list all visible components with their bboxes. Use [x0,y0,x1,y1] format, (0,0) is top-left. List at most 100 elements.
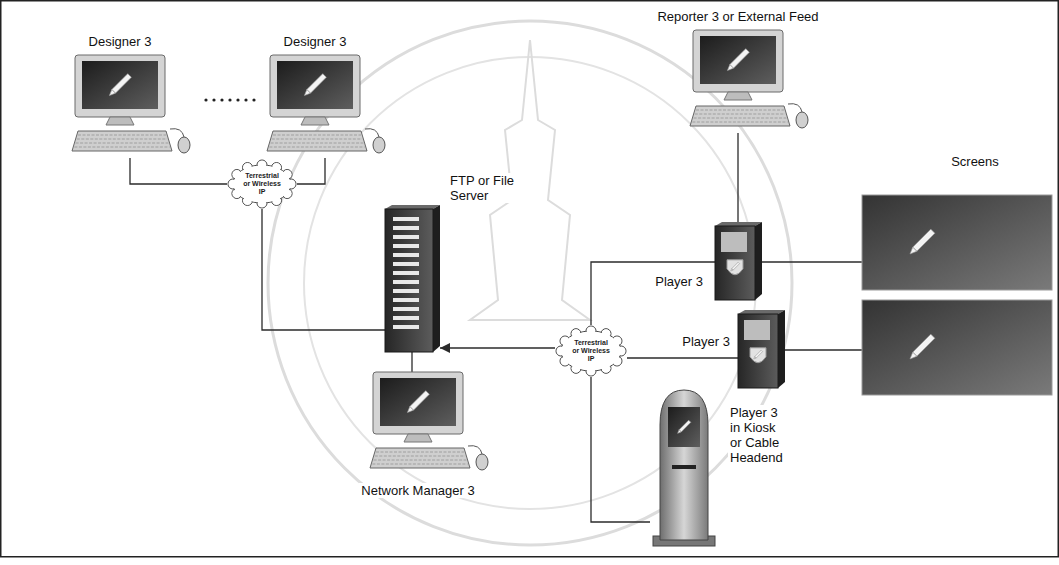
monitor-bezel [693,30,783,92]
device-label: FTP or File Server [448,173,524,203]
seal-ring [304,57,756,509]
drive-bay [393,307,419,311]
drive-bay [393,298,419,302]
key-row [269,147,364,148]
dot [212,98,215,101]
device-label: Player 3 in Kiosk or Cable Headend [728,405,792,465]
player-tower: Player 3 [738,310,785,388]
drive-bay [393,244,419,248]
tower-top [715,222,762,226]
pc-icon [368,372,493,475]
kiosk-slot [672,465,696,469]
pencil-logo [303,74,327,98]
connector-line [440,347,555,348]
tower-icon [738,310,785,388]
network-label: Terrestrial or Wireless IP [242,172,282,196]
tower-side [433,205,440,352]
pencil-logo [753,350,763,360]
monitor-stand [301,117,329,125]
drive-bay [393,262,419,266]
dot [236,98,239,101]
key-row [271,143,364,144]
key-row [375,456,465,457]
mouse-cord [468,446,482,454]
key-row [376,452,464,453]
device-label: Designer 3 [282,34,349,49]
device-label: Player 3 [680,334,732,349]
monitor-bezel [373,372,463,434]
workstation-node: Reporter 3 or External Feed [688,30,813,133]
key-row [374,460,467,461]
drive-bay [393,316,419,320]
file-server: FTP or File Server [385,205,440,352]
drive-bay [393,253,419,257]
pencil-logo [730,262,740,272]
dot [244,98,247,101]
key-row [76,143,169,144]
pc-icon [70,55,195,158]
mouse [796,112,808,128]
dot [220,98,223,101]
device-label: Player 3 [653,274,705,289]
kiosk-icon [650,385,718,548]
connector-line [591,262,715,325]
cloud-outline [233,165,291,203]
device-label: Screens [949,154,1001,169]
front-panel [721,232,747,252]
workstation-node: Designer 3 [265,55,390,158]
monitor-screen [82,61,158,109]
drive-bay [393,271,419,275]
drive-bay [393,280,419,284]
connector-line [297,158,325,184]
dot [204,98,207,101]
key-row [694,118,787,119]
monitor-bezel [75,55,165,117]
workstation-node: Network Manager 3 [368,372,493,475]
drive-bay [393,226,419,230]
tower-top [385,205,440,209]
watermark-seal [268,21,792,545]
dot [228,98,231,101]
keyboard [370,448,470,468]
keyboard [72,131,172,151]
monitor-screen [277,61,353,109]
mouse [178,137,190,153]
screens-node: Screens [862,190,1052,398]
keyboard [267,131,367,151]
tower-front [385,209,433,352]
pencil-logo [108,74,132,98]
pc-icon [265,55,390,158]
server-icon [385,205,440,352]
mouse-cord [365,129,379,137]
monitor-stand [404,434,432,442]
drive-bay [393,289,419,293]
connector-line [262,209,385,330]
mouse-cord [788,104,802,112]
connector-line [591,377,650,522]
monitor-bezel [270,55,360,117]
tower-front [715,226,755,300]
pc-icon [688,30,813,133]
monitor-stand [724,92,752,100]
key-row [372,464,467,465]
tower-side [778,310,785,388]
workstation-node: Designer 3 [70,55,195,158]
kiosk-player: Player 3 in Kiosk or Cable Headend [650,385,718,548]
connector-line [627,357,738,358]
mouse [476,454,488,470]
mouse [373,137,385,153]
kiosk-screen [668,407,700,447]
pencil-logo [406,391,430,415]
cloud-fill [234,166,291,203]
pencil-logo [908,334,935,361]
connector-line [785,349,862,350]
kiosk-body [660,390,708,540]
monitor-screen [700,36,776,84]
tower-side [755,222,762,300]
key-row [692,122,787,123]
seal-ring [268,21,792,545]
display-panel [862,300,1052,395]
front-panel [744,320,770,340]
network-cloud: Terrestrial or Wireless IP [227,159,297,209]
